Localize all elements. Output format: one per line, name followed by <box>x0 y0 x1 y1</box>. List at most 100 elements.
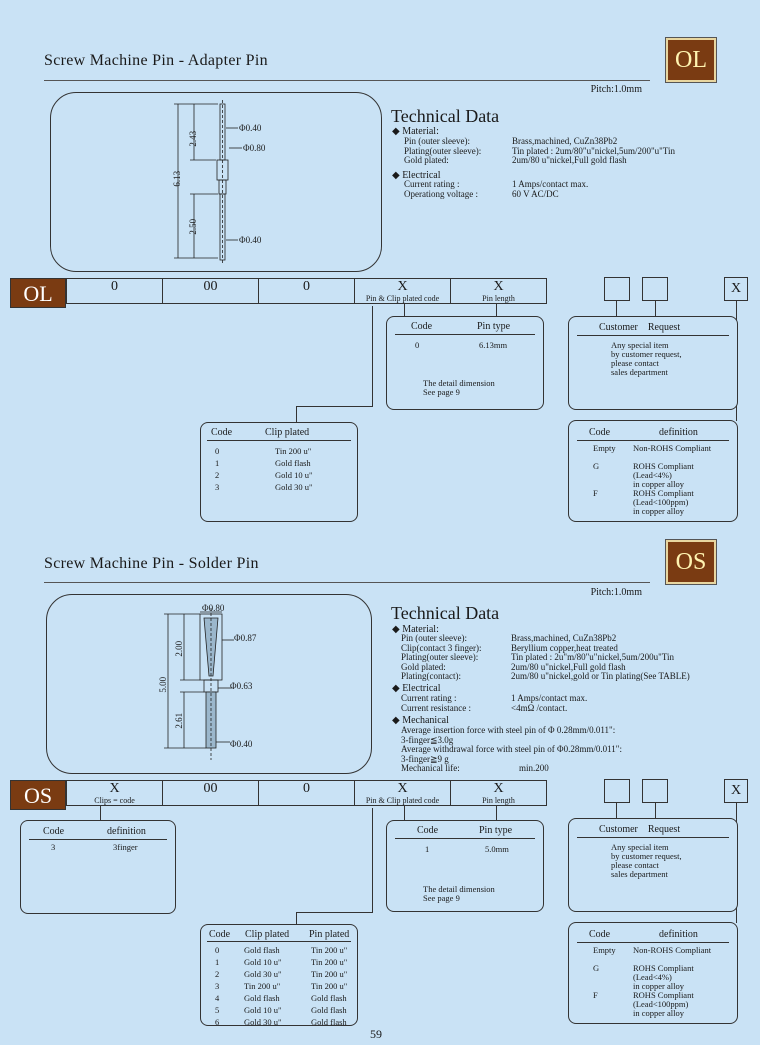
os-clip-code: 1 <box>215 957 220 967</box>
os-rohs-code: F <box>593 990 598 1000</box>
ol-mat-row: Pin (outer sleeve):Brass,machined, CuZn3… <box>404 136 675 147</box>
os-dim-l2: 5.00 <box>158 676 169 693</box>
os-pin-plated-value: Gold flash <box>311 1005 347 1015</box>
ol-electrical-label: ◆ Electrical <box>392 170 441 181</box>
os-customer-line: by customer request, <box>611 851 682 861</box>
os-blank-box-1 <box>604 779 630 803</box>
ol-blank-box-2 <box>642 277 668 301</box>
os-clips-box: Code definition 3 3finger <box>20 820 176 914</box>
ol-connector <box>296 406 297 422</box>
ol-section-title: Screw Machine Pin - Adapter Pin <box>44 52 268 69</box>
os-pin-plated-value: Tin 200 u" <box>311 945 348 955</box>
ol-rohs-code-header: Code <box>589 427 611 438</box>
os-rohs-code: G <box>593 963 600 973</box>
os-mat-val: 2um/80 u"nickel,gold or Tin plating(See … <box>511 671 690 681</box>
os-code-value: X <box>493 781 504 796</box>
os-connector <box>616 803 617 819</box>
os-dim-l3: 2.61 <box>174 712 185 729</box>
ol-rohs-def-header: definition <box>659 427 698 438</box>
os-mat-key: Gold plated: <box>401 661 446 672</box>
ol-elec-row: Current rating : 1 Amps/contact max. <box>404 179 589 190</box>
ol-code-cell: 0 <box>67 278 163 304</box>
os-material-text: Material: <box>402 624 439 635</box>
ol-code-value: 0 <box>111 279 118 294</box>
ol-rohs-def: ROHS Compliant(Lead<100ppm)in copper all… <box>633 489 694 516</box>
os-clip-value: Gold flash <box>244 945 280 955</box>
os-pin-type-header: Pin type <box>479 825 513 836</box>
ol-rohs-def: Non-ROHS Compliant <box>633 443 712 453</box>
ol-rohs-line: in copper alloy <box>633 479 684 489</box>
ol-customer-divider <box>577 335 729 336</box>
os-customer-divider <box>577 837 729 838</box>
os-rohs-def: ROHS Compliant(Lead<4%)in copper alloy <box>633 964 694 991</box>
os-mech-life-row: Mechanical life:min.200 <box>401 763 622 774</box>
os-elec-row: Current resistance :<4mΩ /contact. <box>401 702 587 714</box>
os-mat-val: Beryllium copper,heat treated <box>511 642 618 653</box>
os-clip-code: 5 <box>215 1005 220 1015</box>
os-clips-code: 3 <box>51 842 56 852</box>
os-connector <box>655 803 656 819</box>
ol-dim-l2: 6.13 <box>172 170 183 187</box>
os-customer-line: sales department <box>611 869 668 879</box>
ol-code-value: X <box>493 279 504 294</box>
ol-pin-type: 6.13mm <box>479 340 508 350</box>
os-rohs-line: (Lead<4%) <box>633 972 672 982</box>
ol-pin-drawing <box>174 100 242 264</box>
ol-clip-code: 2 <box>215 470 220 480</box>
os-rohs-code-header: Code <box>589 929 611 940</box>
os-code-sub: Pin & Clip plated code <box>365 796 440 805</box>
os-dim-d3: Φ0.63 <box>230 681 253 691</box>
ol-clip-value: Gold 10 u" <box>275 470 313 480</box>
os-connector <box>496 806 497 820</box>
os-material-rows: Pin (outer sleeve):Brass,machined, CuZn3… <box>401 633 690 682</box>
os-mat-val: 2um/80 u"nickel,Full gold flash <box>511 661 626 672</box>
ol-elec-key: Current rating : <box>404 179 460 189</box>
os-rohs-divider <box>577 942 729 943</box>
ol-clip-plated-box: Code Clip plated 0 1 2 3 Tin 200 u" Gold… <box>200 422 358 522</box>
os-mechanical-text: Mechanical <box>402 715 449 726</box>
os-elec-val: <4mΩ /contact. <box>511 702 568 713</box>
os-clip-divider <box>207 941 351 942</box>
ol-dim-l1: 2.43 <box>188 130 199 147</box>
os-mat-row: Gold plated: 2um/80 u"nickel,Full gold fl… <box>401 661 690 673</box>
os-clip-plated-box: Code Clip plated Pin plated 0 1 2 3 4 5 … <box>200 924 358 1027</box>
ol-code-sub: Pin length <box>482 294 515 303</box>
os-pin-plated-value: Gold flash <box>311 1017 347 1027</box>
ol-dim-d1: Φ0.40 <box>239 123 262 133</box>
os-pin-drawing <box>164 608 234 760</box>
os-material-label: ◆ Material: <box>392 624 439 635</box>
ol-rohs-line: (Lead<100ppm) <box>633 497 689 507</box>
ol-connector <box>655 301 656 317</box>
os-electrical-text: Electrical <box>402 683 441 694</box>
ol-customer-line: Any special item <box>611 340 669 350</box>
os-electrical-rows: Current rating :1 Amps/contact max. Curr… <box>401 693 587 714</box>
os-pin-code-header: Code <box>417 825 439 836</box>
os-customer-request-box: Customer Request Any special item by cus… <box>568 818 738 912</box>
ol-connector <box>372 306 373 406</box>
os-code-value: 00 <box>203 781 218 796</box>
ol-rohs-code: F <box>593 488 598 498</box>
os-clips-def: 3finger <box>113 842 138 852</box>
os-connector <box>296 912 373 913</box>
ol-clip-value: Gold flash <box>275 458 311 468</box>
ol-clip-values: Tin 200 u" Gold flash Gold 10 u" Gold 30… <box>275 445 312 493</box>
ol-rohs-code: Empty <box>593 443 616 453</box>
ol-connector <box>616 301 617 317</box>
os-mech-line: 3-finger≦3.0g <box>401 734 454 745</box>
ol-dim-d3: Φ0.40 <box>239 235 262 245</box>
os-mat-key: Plating(contact): <box>401 671 461 681</box>
os-dim-d4: Φ0.40 <box>230 739 253 749</box>
ol-electrical-text: Electrical <box>402 170 441 181</box>
ol-rohs-box: Code definition Empty Non-ROHS Compliant… <box>568 420 738 522</box>
ol-elec-val: 1 Amps/contact max. <box>512 179 589 189</box>
os-clip-value: Gold 10 u" <box>244 1005 282 1015</box>
os-mech-line: 3-finger≧9 g <box>401 753 449 764</box>
os-mat-val: Tin plated : 2u"m/80"u"nickel,5um/200u"T… <box>511 652 675 662</box>
os-mat-key: Plating(outer sleeve): <box>401 652 479 662</box>
os-rohs-def: ROHS Compliant(Lead<100ppm)in copper all… <box>633 991 694 1018</box>
ol-dim-l3: 2.50 <box>188 218 199 235</box>
